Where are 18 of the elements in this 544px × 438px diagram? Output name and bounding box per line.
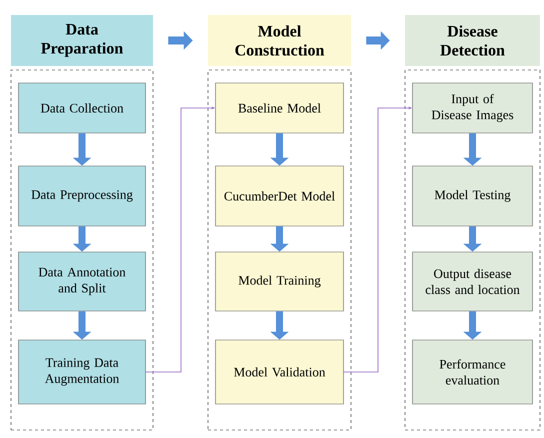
- column-header: Data Preparation: [11, 15, 153, 66]
- process-box: Input of Disease Images: [412, 82, 533, 134]
- column-header: Disease Detection: [405, 15, 540, 66]
- process-box: Model Validation: [215, 340, 344, 404]
- process-box: Model Training: [215, 252, 344, 312]
- process-box: Data Preprocessing: [18, 166, 146, 226]
- process-box: CucumberDet Model: [215, 166, 344, 226]
- process-box: Performance evaluation: [412, 340, 533, 404]
- dashed-frame: [208, 70, 352, 430]
- process-box: Data Collection: [18, 82, 146, 134]
- dashed-frame: [10, 70, 154, 430]
- process-box: Training Data Augmentation: [18, 340, 146, 404]
- column-header: Model Construction: [208, 15, 351, 66]
- process-box: Data Annotation and Split: [18, 252, 146, 312]
- dashed-frame: [404, 70, 540, 430]
- process-box: Output disease class and location: [412, 252, 533, 312]
- process-box: Baseline Model: [215, 82, 344, 134]
- process-box: Model Testing: [412, 166, 533, 226]
